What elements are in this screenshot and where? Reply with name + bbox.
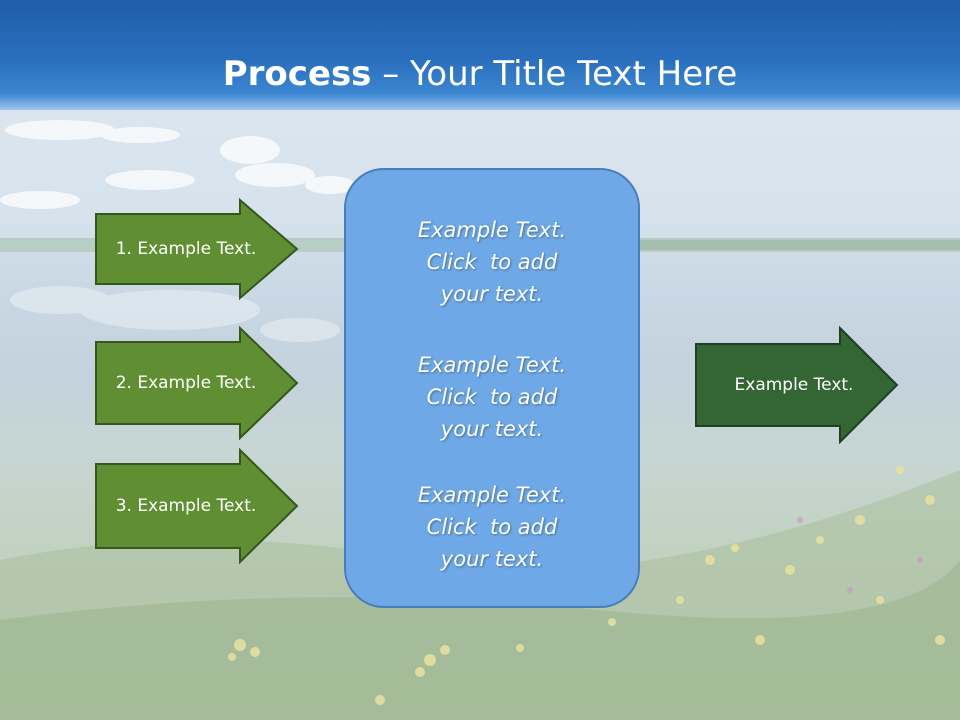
output-arrow: Example Text. — [694, 325, 900, 445]
paragraph-line: Click to add — [426, 385, 558, 409]
title-bold: Process — [222, 54, 372, 94]
input-arrow-2: 2. Example Text. — [94, 325, 300, 441]
right-arrow-shape-icon — [695, 325, 899, 445]
output-arrow-label: Example Text. — [734, 375, 854, 395]
paragraph-line: your text. — [440, 417, 544, 441]
process-paragraph-1: Example Text. Click to add your text. — [346, 214, 638, 310]
right-arrow-shape-icon — [95, 325, 299, 441]
paragraph-line: Example Text. — [417, 353, 567, 377]
input-arrow-3: 3. Example Text. — [94, 447, 300, 565]
input-arrow-label: 1. Example Text. — [115, 239, 257, 259]
paragraph-line: Click to add — [426, 250, 558, 274]
paragraph-line: your text. — [440, 282, 544, 306]
input-arrow-label: 2. Example Text. — [115, 373, 257, 393]
paragraph-line: Example Text. — [417, 483, 567, 507]
paragraph-line: your text. — [440, 547, 544, 571]
input-arrow-1: 1. Example Text. — [94, 197, 300, 301]
right-arrow-shape-icon — [95, 197, 299, 301]
right-arrow-shape-icon — [95, 447, 299, 565]
slide-title: Process – Your Title Text Here — [0, 52, 960, 96]
paragraph-line: Click to add — [426, 515, 558, 539]
paragraph-line: Example Text. — [417, 218, 567, 242]
process-paragraph-3: Example Text. Click to add your text. — [346, 479, 638, 575]
input-arrow-label: 3. Example Text. — [115, 496, 257, 516]
process-box: Example Text. Click to add your text. Ex… — [344, 168, 640, 608]
title-rest: – Your Title Text Here — [371, 54, 738, 94]
title-bar — [0, 0, 960, 110]
process-paragraph-2: Example Text. Click to add your text. — [346, 349, 638, 445]
